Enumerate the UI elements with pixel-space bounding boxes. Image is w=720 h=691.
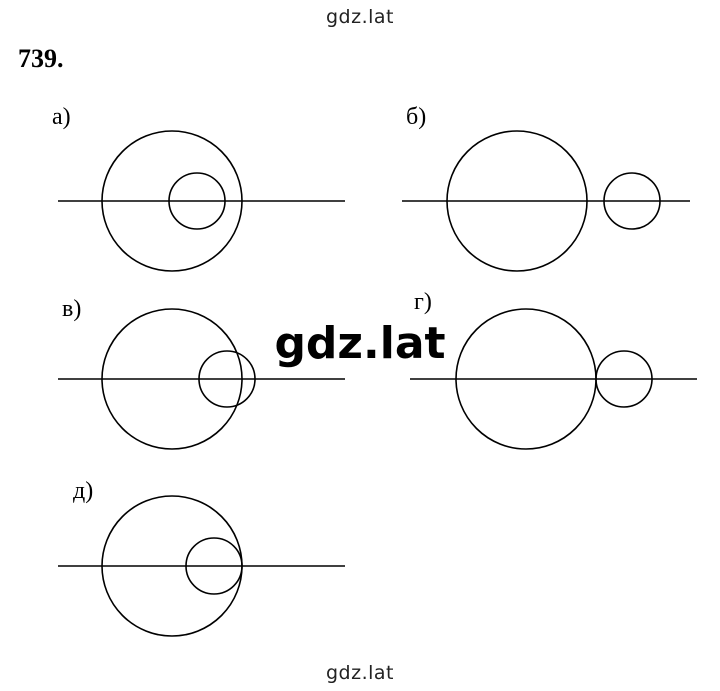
figure-b xyxy=(402,130,690,272)
watermark-bottom: gdz.lat xyxy=(325,662,394,684)
figure-v-label: в) xyxy=(62,296,81,322)
figure-a-small-circle xyxy=(168,172,226,230)
figure-d xyxy=(58,495,345,637)
figure-g-small-circle xyxy=(595,350,653,408)
figure-v-small-circle xyxy=(198,350,256,408)
figure-b-large-circle xyxy=(446,130,588,272)
problem-number: 739. xyxy=(18,44,64,73)
figure-b-small-circle xyxy=(603,172,661,230)
watermark-center: gdz.lat xyxy=(270,318,450,369)
figure-d-small-circle xyxy=(185,537,243,595)
figure-g-label: г) xyxy=(414,289,432,315)
figure-v xyxy=(58,308,345,450)
figure-a-large-circle xyxy=(101,130,243,272)
figure-g xyxy=(410,308,697,450)
figure-b-label: б) xyxy=(406,104,426,130)
watermark-top: gdz.lat xyxy=(325,6,394,28)
figure-d-label: д) xyxy=(73,478,93,504)
figure-v-large-circle xyxy=(101,308,243,450)
figure-a-label: а) xyxy=(52,104,71,130)
figure-a xyxy=(58,130,345,272)
